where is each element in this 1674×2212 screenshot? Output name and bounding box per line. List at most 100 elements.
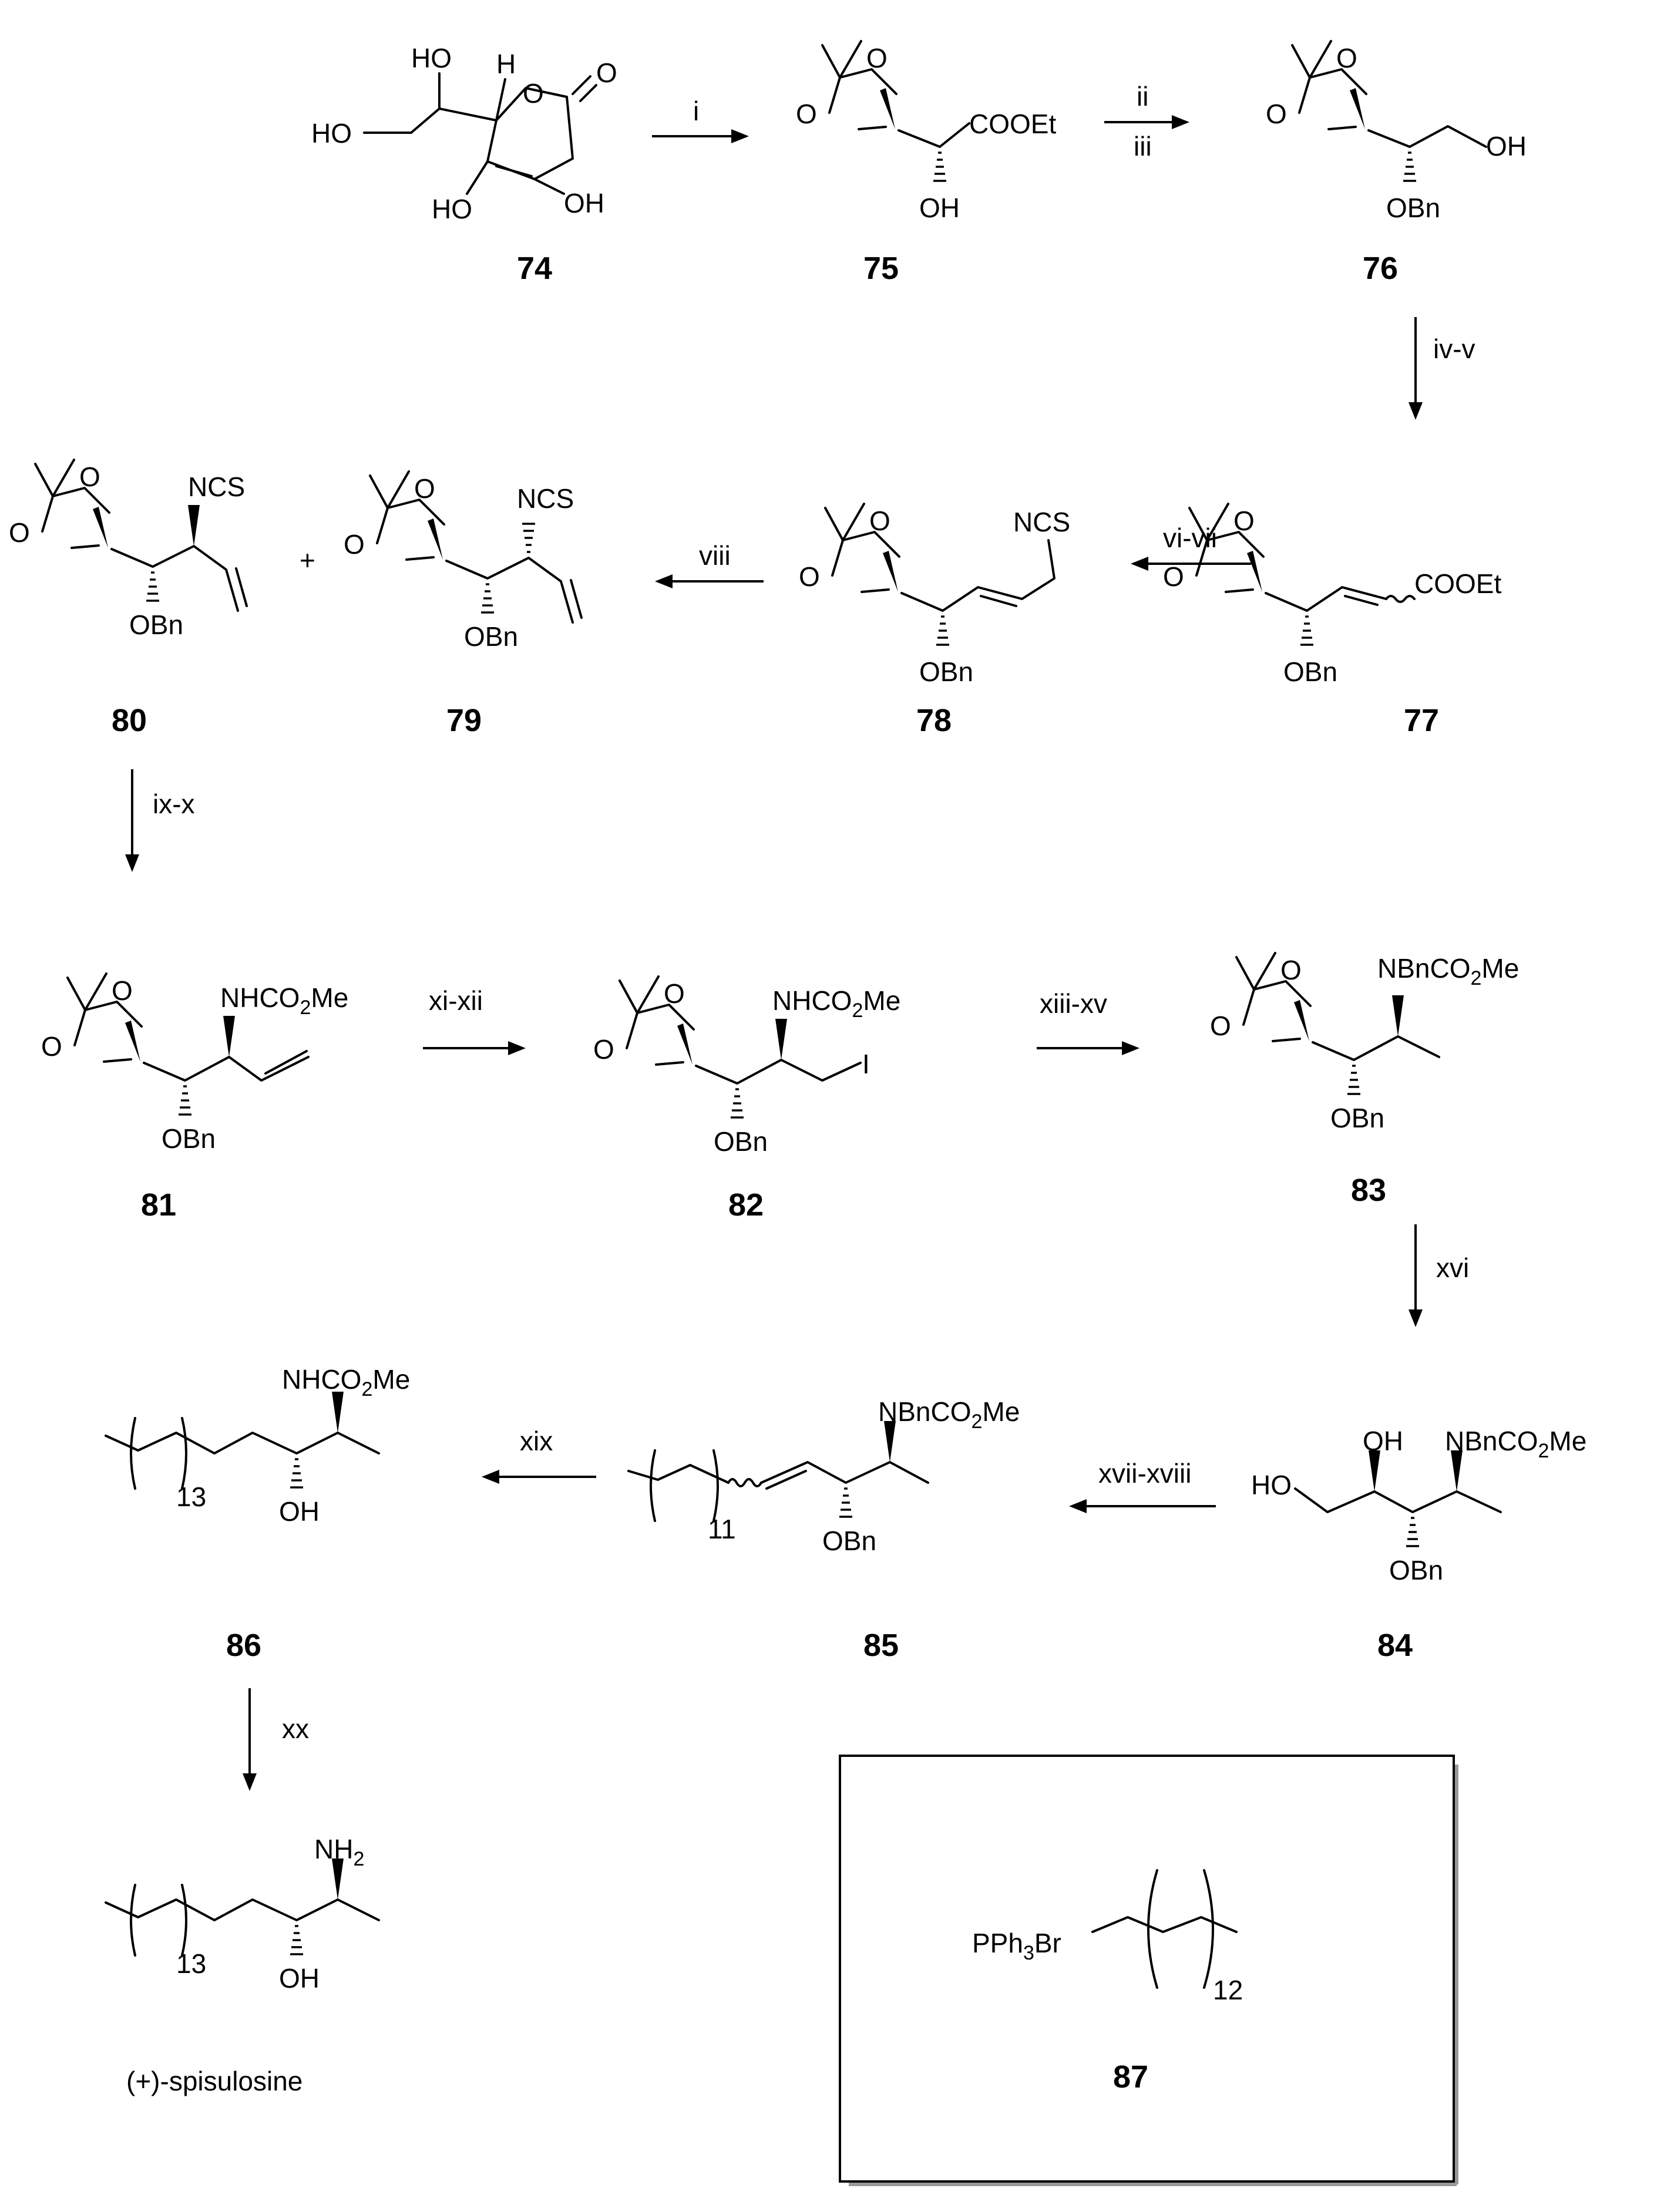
text-part: NBnCO <box>1445 1426 1538 1456</box>
product-name: (+)-spisulosine <box>126 2066 302 2096</box>
label-O: O <box>9 517 30 548</box>
condition-label: iii <box>1134 131 1152 161</box>
label-NCS: NCS <box>188 472 245 502</box>
label-OBn: OBn <box>464 621 518 652</box>
structure-87: PPh3Br 12 <box>972 1869 1243 2005</box>
label-H: H <box>496 49 516 79</box>
label-OBn: OBn <box>1386 193 1440 223</box>
subscript: 2 <box>1470 967 1481 989</box>
text-part: NHCO <box>282 1364 361 1395</box>
label-NHCO2Me: NHCO2Me <box>772 985 900 1022</box>
label-OH: OH <box>279 1496 320 1527</box>
label-O: O <box>523 78 544 109</box>
label-O: O <box>112 975 133 1006</box>
subscript: 2 <box>1538 1440 1549 1462</box>
condition-label: xx <box>282 1713 309 1744</box>
label-O: O <box>1280 955 1302 985</box>
label-OBn: OBn <box>1389 1555 1443 1585</box>
label-repeat-count: 11 <box>708 1514 736 1544</box>
label-O: O <box>41 1031 62 1062</box>
label-O: O <box>866 43 888 73</box>
compound-number: 80 <box>112 703 147 738</box>
label-O: O <box>1210 1011 1231 1041</box>
subscript: 2 <box>361 1378 372 1400</box>
condition-label: xiii-xv <box>1040 988 1107 1019</box>
structure-77: O O OBn COOEt <box>1163 503 1501 687</box>
label-OBn: OBn <box>714 1126 768 1157</box>
label-OH: OH <box>279 1963 320 1994</box>
label-O: O <box>344 529 365 560</box>
compound-number: 83 <box>1351 1173 1386 1208</box>
label-COOEt: COOEt <box>1414 568 1501 599</box>
label-NH2: NH2 <box>314 1834 364 1870</box>
text-part: Br <box>1034 1928 1061 1958</box>
label-O: O <box>1163 561 1184 592</box>
label-OBn: OBn <box>129 610 183 640</box>
label-NHCO2Me: NHCO2Me <box>220 982 348 1019</box>
label-O: O <box>869 506 890 536</box>
compound-number: 76 <box>1363 251 1398 286</box>
text-part: NHCO <box>772 985 852 1016</box>
label-OBn: OBn <box>1283 656 1337 687</box>
label-OH: OH <box>564 188 604 218</box>
compound-number: 85 <box>863 1628 899 1663</box>
text-part: Me <box>863 985 900 1016</box>
label-O: O <box>596 58 617 88</box>
label-O: O <box>1233 506 1255 536</box>
structure-81: O O OBn NHCO2Me <box>41 972 348 1154</box>
compound-number: 82 <box>728 1187 764 1223</box>
label-O: O <box>796 99 817 129</box>
subscript: 2 <box>300 996 311 1019</box>
structure-82: O O OBn NHCO2Me I <box>593 975 900 1157</box>
subscript: 2 <box>353 1848 364 1870</box>
text-part: NBnCO <box>1377 953 1470 984</box>
condition-label: ii <box>1137 81 1148 112</box>
condition-label: xi-xii <box>429 985 483 1016</box>
label-O: O <box>414 473 435 504</box>
label-OBn: OBn <box>1330 1103 1384 1133</box>
label-OH: OH <box>919 193 960 223</box>
label-O: O <box>79 462 100 492</box>
label-NCS: NCS <box>517 483 574 514</box>
label-HO: HO <box>1251 1470 1292 1500</box>
condition-label: xvii-xviii <box>1098 1458 1191 1489</box>
label-NBnCO2Me: NBnCO2Me <box>1445 1426 1586 1462</box>
condition-label: i <box>693 96 699 126</box>
subscript: 2 <box>971 1410 982 1433</box>
label-O: O <box>1266 99 1287 129</box>
label-NHCO2Me: NHCO2Me <box>282 1364 410 1400</box>
label-NBnCO2Me: NBnCO2Me <box>878 1396 1020 1433</box>
structure-85: OBn NBnCO2Me 11 <box>627 1396 1020 1556</box>
condition-label: vi-vii <box>1163 523 1217 553</box>
condition-label: xix <box>520 1426 553 1456</box>
compound-number: 86 <box>226 1628 261 1663</box>
label-repeat-count: 13 <box>176 1482 206 1512</box>
subscript: 3 <box>1023 1942 1034 1964</box>
compound-number: 74 <box>517 251 552 286</box>
structure-spisulosine: OH NH2 13 <box>105 1834 380 1994</box>
label-HO: HO <box>432 194 472 224</box>
label-HO: HO <box>311 118 352 149</box>
label-OBn: OBn <box>919 656 973 687</box>
compound-number: 77 <box>1404 703 1439 738</box>
condition-label: iv-v <box>1433 334 1475 364</box>
label-O: O <box>799 561 820 592</box>
text-part: NH <box>314 1834 353 1864</box>
label-I: I <box>862 1049 870 1079</box>
condition-label: xvi <box>1436 1253 1469 1283</box>
reagent-box <box>839 1755 1455 2183</box>
text-part: Me <box>372 1364 410 1395</box>
condition-label: ix-x <box>153 789 195 819</box>
text-part: Me <box>1481 953 1519 984</box>
compound-number: 84 <box>1377 1628 1413 1663</box>
structure-84: OH OBn NBnCO2Me HO <box>1251 1426 1586 1585</box>
compound-number: 79 <box>446 703 482 738</box>
structure-78: O O OBn NCS <box>799 503 1070 687</box>
label-HO: HO <box>411 43 452 73</box>
label-OH: OH <box>1363 1426 1403 1456</box>
compound-number: 75 <box>863 251 899 286</box>
text-part: NBnCO <box>878 1396 971 1427</box>
text-part: PPh <box>972 1928 1023 1958</box>
structure-74: HO HO H O O HO OH <box>311 43 617 224</box>
